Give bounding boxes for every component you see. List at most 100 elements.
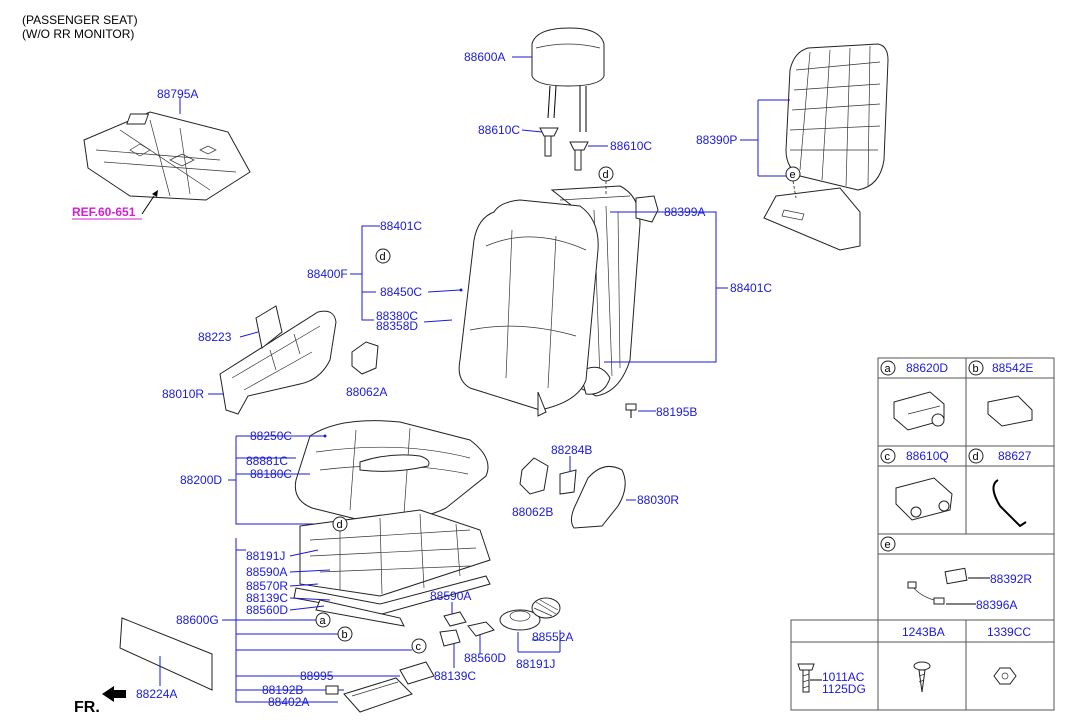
- label-88191J-right[interactable]: 88191J: [516, 657, 555, 671]
- callout-d-group-letter: d: [380, 251, 386, 263]
- dot-88250C: [323, 434, 327, 438]
- label-88390P[interactable]: 88390P: [696, 133, 737, 147]
- label-88224A[interactable]: 88224A: [136, 687, 177, 701]
- label-88610C-right[interactable]: 88610C: [610, 139, 652, 153]
- header-line-1: (PASSENGER SEAT): [22, 13, 138, 27]
- label-88195B[interactable]: 88195B: [656, 405, 697, 419]
- knob-88552A-illustration: [499, 597, 561, 631]
- legend-b-part[interactable]: 88542E: [992, 361, 1033, 375]
- leaders-track-parts: [289, 549, 331, 611]
- label-88570R[interactable]: 88570R: [246, 579, 288, 593]
- callout-c-letter: c: [416, 641, 422, 653]
- wire-88627-icon: [992, 479, 1027, 528]
- leader-88610C-left: [521, 129, 543, 133]
- harness-88392R-88396A-icon: [907, 567, 968, 605]
- legend-bolt-col1-b[interactable]: 1125DG: [822, 682, 866, 696]
- legend-c-part[interactable]: 88610Q: [906, 449, 949, 463]
- callout-c[interactable]: [411, 638, 427, 654]
- seat-cushion-illustration: [294, 420, 489, 521]
- label-88192B[interactable]: 88192B: [262, 683, 303, 697]
- leader-88191J-right: [517, 630, 561, 653]
- front-trim-88224A: [119, 617, 213, 691]
- legend-e-letter: e: [885, 539, 891, 551]
- label-88590A-left[interactable]: 88590A: [246, 565, 287, 579]
- label-88062B[interactable]: 88062B: [512, 505, 553, 519]
- label-88250C[interactable]: 88250C: [250, 429, 292, 443]
- leader-88200D-group: [228, 435, 324, 525]
- headrest-illustration: [531, 27, 605, 132]
- motor-88620D-icon: [893, 391, 945, 431]
- leader-88600G-group: [222, 538, 412, 703]
- label-88139C-right[interactable]: 88139C: [434, 669, 476, 683]
- clip-88284B: [559, 469, 577, 495]
- label-88552A[interactable]: 88552A: [532, 630, 573, 644]
- legend-d-marker: [968, 448, 984, 464]
- callout-d-cushion[interactable]: [332, 516, 348, 532]
- label-88600A[interactable]: 88600A: [464, 50, 505, 64]
- leader-88390P: [740, 99, 790, 177]
- callout-d-frame-letter: d: [603, 169, 609, 181]
- label-88284B[interactable]: 88284B: [551, 443, 592, 457]
- label-88560D-right[interactable]: 88560D: [464, 651, 506, 665]
- seat-cushion-frame-illustration: [293, 509, 491, 627]
- label-88450C[interactable]: 88450C: [380, 285, 422, 299]
- legend-a-part[interactable]: 88620D: [906, 361, 948, 375]
- label-88380C[interactable]: 88380C: [376, 309, 418, 323]
- callout-d-group[interactable]: [375, 248, 391, 264]
- label-88590A-right[interactable]: 88590A: [430, 589, 471, 603]
- label-88010R[interactable]: 88010R: [162, 387, 204, 401]
- module-88995-illustration: [399, 661, 435, 685]
- label-88600G[interactable]: 88600G: [176, 613, 219, 627]
- legend-bolt-col1-a[interactable]: 1011AC: [822, 670, 865, 684]
- callout-e-back-leader: [792, 180, 797, 199]
- label-88402A[interactable]: 88402A: [268, 695, 309, 709]
- bracket-88062A: [351, 341, 379, 375]
- cover-88030R: [570, 465, 626, 529]
- label-88400F[interactable]: 88400F: [307, 267, 348, 281]
- recliner-cover-88399A: [635, 195, 659, 223]
- label-88200D[interactable]: 88200D: [180, 473, 222, 487]
- label-88062A[interactable]: 88062A: [346, 385, 387, 399]
- callout-b[interactable]: [337, 626, 353, 642]
- legend-bolt-col2[interactable]: 1243BA: [902, 625, 945, 639]
- headrest-guide-right: [569, 141, 589, 171]
- label-88560D-left[interactable]: 88560D: [246, 603, 288, 617]
- ref-link[interactable]: REF.60-651: [72, 205, 136, 219]
- front-arrow-icon: [102, 686, 126, 702]
- legend-a-letter: a: [885, 363, 892, 375]
- label-88358D[interactable]: 88358D: [376, 319, 418, 333]
- clip-88192B-illustration: [325, 685, 339, 695]
- label-88180C[interactable]: 88180C: [250, 467, 292, 481]
- callout-a-letter: a: [320, 615, 327, 627]
- front-direction-label: FR.: [74, 699, 100, 716]
- label-88995[interactable]: 88995: [300, 669, 334, 683]
- bolt-1011AC-icon: [797, 663, 815, 693]
- bolt-88195B: [625, 403, 637, 418]
- label-88030R[interactable]: 88030R: [637, 493, 679, 507]
- label-88401C-right[interactable]: 88401C: [730, 281, 772, 295]
- legend-d-part[interactable]: 88627: [998, 449, 1032, 463]
- label-88881C[interactable]: 88881C: [246, 454, 288, 468]
- dot-88450C: [459, 288, 463, 292]
- header-line-2: (W/O RR MONITOR): [22, 27, 134, 41]
- legend-b-letter: b: [973, 363, 979, 375]
- leader-88400F-group: [350, 225, 380, 321]
- legend-bolt-col3[interactable]: 1339CC: [987, 625, 1031, 639]
- label-88223[interactable]: 88223: [198, 330, 232, 344]
- legend-b-marker: [968, 360, 984, 376]
- legend-c-marker: [880, 448, 896, 464]
- seat-back-cushion-illustration: [458, 199, 599, 417]
- label-88610C-left[interactable]: 88610C: [478, 123, 520, 137]
- label-88191J-left[interactable]: 88191J: [246, 549, 285, 563]
- legend-e-part2[interactable]: 88396A: [976, 598, 1017, 612]
- legend-table: [790, 357, 1055, 711]
- label-88795A[interactable]: 88795A: [157, 87, 198, 101]
- legend-e-part1[interactable]: 88392R: [990, 572, 1032, 586]
- label-88401C-top[interactable]: 88401C: [380, 219, 422, 233]
- legend-d-letter: d: [973, 451, 979, 463]
- label-88139C-left[interactable]: 88139C: [246, 591, 288, 605]
- leader-88223: [239, 331, 259, 338]
- headrest-guide-left: [539, 127, 559, 157]
- callout-a[interactable]: [315, 612, 331, 628]
